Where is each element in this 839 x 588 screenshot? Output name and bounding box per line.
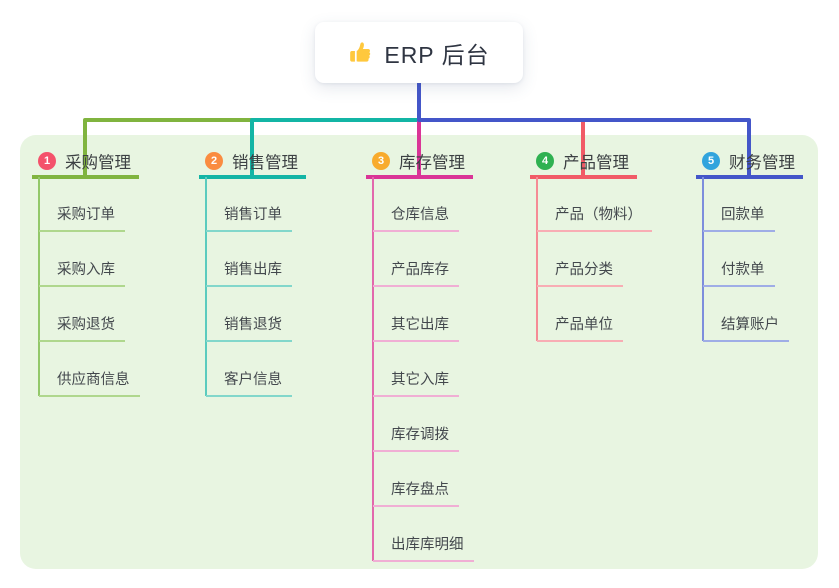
connector-path: [250, 118, 419, 177]
branch-number-badge: 5: [702, 152, 720, 170]
child-item[interactable]: 库存盘点: [373, 481, 459, 507]
branch-label: 产品管理: [563, 154, 629, 172]
branch-label: 销售管理: [232, 154, 298, 172]
branch-header-3[interactable]: 3 库存管理: [372, 150, 465, 172]
child-item[interactable]: 产品分类: [537, 261, 623, 287]
child-item[interactable]: 仓库信息: [373, 206, 459, 232]
root-title: ERP 后台: [384, 41, 490, 68]
child-item[interactable]: 销售出库: [206, 261, 292, 287]
child-item[interactable]: 结算账户: [703, 316, 789, 342]
connector-path: [417, 83, 751, 177]
branch-header-2[interactable]: 2 销售管理: [205, 150, 298, 172]
child-item[interactable]: 产品（物料）: [537, 206, 652, 232]
child-item[interactable]: 产品单位: [537, 316, 623, 342]
child-item[interactable]: 采购退货: [39, 316, 125, 342]
branch-label: 库存管理: [399, 154, 465, 172]
root-node[interactable]: ERP 后台: [315, 22, 523, 83]
child-item[interactable]: 销售退货: [206, 316, 292, 342]
child-item[interactable]: 销售订单: [206, 206, 292, 232]
branch-number-badge: 1: [38, 152, 56, 170]
branch-header-1[interactable]: 1 采购管理: [38, 150, 131, 172]
child-item[interactable]: 产品库存: [373, 261, 459, 287]
branches-panel: [20, 135, 818, 569]
branch-number-badge: 3: [372, 152, 390, 170]
connector-path: [83, 118, 252, 177]
branch-label: 采购管理: [65, 154, 131, 172]
branch-number-badge: 2: [205, 152, 223, 170]
child-item[interactable]: 其它出库: [373, 316, 459, 342]
branch-header-4[interactable]: 4 产品管理: [536, 150, 629, 172]
child-item[interactable]: 采购订单: [39, 206, 125, 232]
child-item[interactable]: 出库库明细: [373, 536, 474, 562]
child-item[interactable]: 客户信息: [206, 371, 292, 397]
child-item[interactable]: 采购入库: [39, 261, 125, 287]
child-item[interactable]: 其它入库: [373, 371, 459, 397]
branch-number-badge: 4: [536, 152, 554, 170]
branch-header-5[interactable]: 5 财务管理: [702, 150, 795, 172]
thumbs-up-icon: [348, 40, 374, 66]
child-item[interactable]: 付款单: [703, 261, 775, 287]
child-item[interactable]: 供应商信息: [39, 371, 140, 397]
child-item[interactable]: 回款单: [703, 206, 775, 232]
child-item[interactable]: 库存调拨: [373, 426, 459, 452]
branch-label: 财务管理: [729, 154, 795, 172]
